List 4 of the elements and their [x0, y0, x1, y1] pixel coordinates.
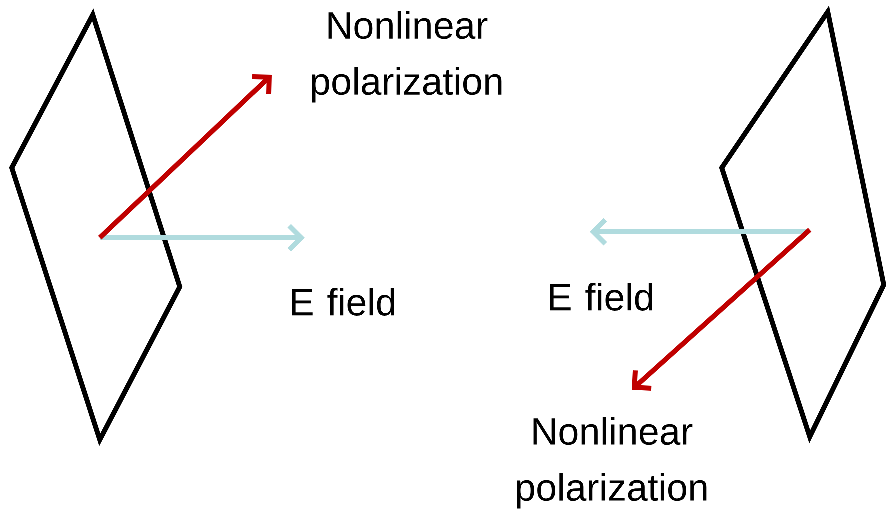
label: E field	[550, 283, 652, 311]
label: Nonlinear polarization	[517, 417, 707, 509]
label: Nonlinear polarization	[312, 11, 502, 103]
label: E field	[292, 288, 394, 316]
